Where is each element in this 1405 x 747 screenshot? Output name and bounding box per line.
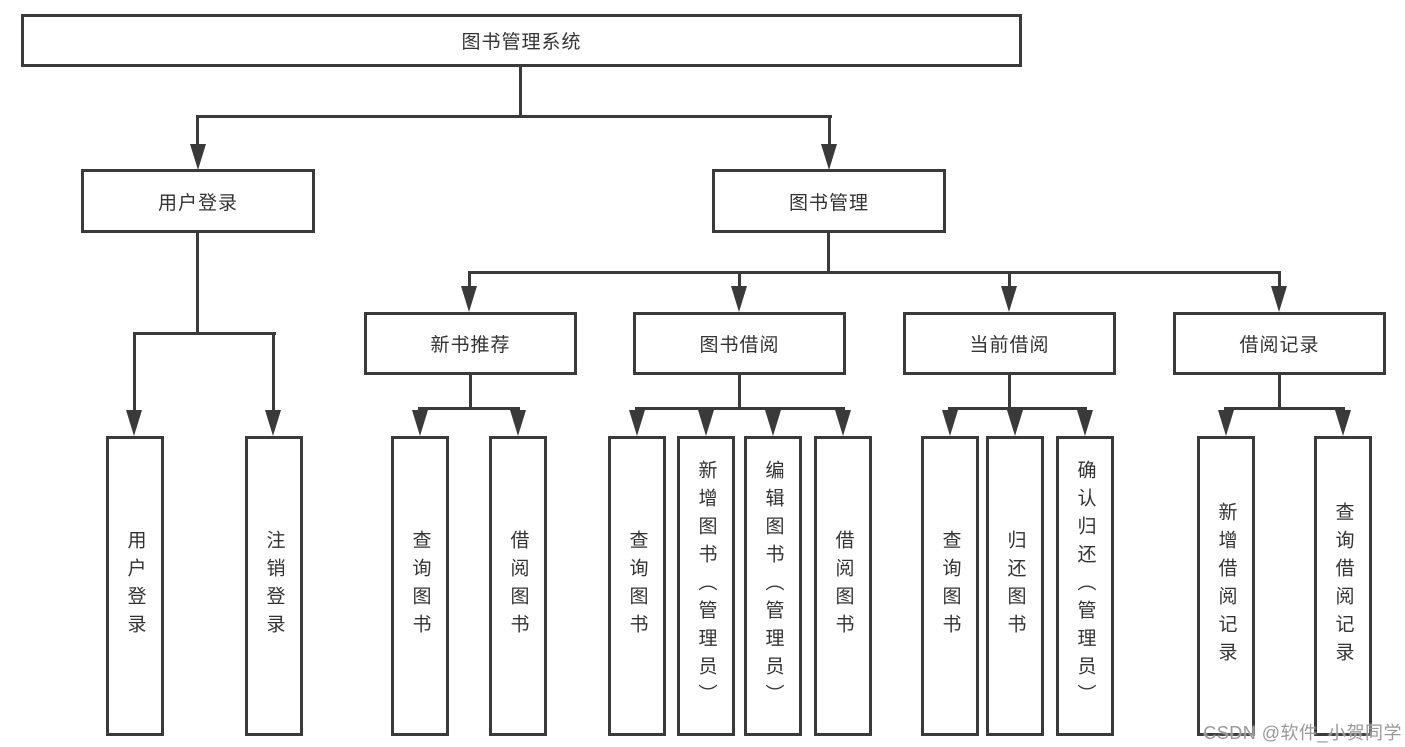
leaf-bb-query-book-label: 查询图书 — [626, 530, 648, 642]
arrowhead-cb-query-book — [942, 410, 958, 436]
node-library-system: 图书管理系统 — [21, 14, 1022, 67]
node-current-borrow-label: 当前借阅 — [969, 335, 1050, 356]
leaf-logout: 注销登录 — [245, 436, 303, 736]
connector-to-book-management — [828, 115, 831, 146]
arrowhead-book-borrow — [731, 286, 747, 312]
connector-root-split — [196, 115, 832, 118]
connector-user-login-stem — [196, 233, 199, 334]
arrowhead-borrow-record — [1271, 286, 1287, 312]
arrowhead-nb-query-book — [412, 410, 428, 436]
leaf-br-query-record: 查询借阅记录 — [1314, 436, 1372, 736]
connector-to-current-borrow — [1008, 271, 1011, 288]
arrowhead-cb-return-book — [1007, 410, 1023, 436]
leaf-logout-label: 注销登录 — [263, 530, 285, 642]
leaf-cb-return-book-label: 归还图书 — [1004, 530, 1026, 642]
connector-book-borrow-stem — [738, 375, 741, 409]
connector-root-stem — [519, 67, 522, 117]
node-borrow-record: 借阅记录 — [1173, 312, 1386, 375]
leaf-bb-borrow-book: 借阅图书 — [814, 436, 872, 736]
connector-to-book-borrow — [738, 271, 741, 288]
leaf-nb-query-book: 查询图书 — [391, 436, 449, 736]
leaf-cb-query-book: 查询图书 — [921, 436, 979, 736]
node-user-login-label: 用户登录 — [157, 192, 238, 214]
arrowhead-bb-add-book — [698, 410, 714, 436]
connector-borrow-record-split — [1224, 407, 1345, 410]
leaf-br-add-record-label: 新增借阅记录 — [1215, 502, 1237, 670]
arrowhead-user-login — [190, 144, 206, 170]
arrowhead-cb-confirm-return — [1077, 410, 1093, 436]
arrowhead-bb-query-book — [629, 410, 645, 436]
leaf-bb-edit-book-admin-label: 编辑图书（管理员） — [762, 460, 784, 712]
connector-to-new-book — [468, 271, 471, 288]
connector-to-borrow-record — [1278, 271, 1281, 288]
leaf-user-login-label: 用户登录 — [124, 530, 146, 642]
csdn-watermark: CSDN @软件_小贺同学 — [1203, 723, 1402, 743]
leaf-nb-borrow-book: 借阅图书 — [489, 436, 547, 736]
leaf-cb-confirm-return-admin-label: 确认归还（管理员） — [1074, 460, 1096, 712]
arrowhead-bb-borrow-book — [835, 410, 851, 436]
connector-to-user-login — [196, 115, 199, 146]
node-current-borrow: 当前借阅 — [903, 312, 1116, 375]
node-book-management-label: 图书管理 — [788, 192, 869, 214]
connector-user-login-split — [133, 332, 276, 335]
leaf-bb-query-book: 查询图书 — [608, 436, 666, 736]
node-borrow-record-label: 借阅记录 — [1239, 335, 1320, 356]
node-book-borrow: 图书借阅 — [633, 312, 846, 375]
node-user-login: 用户登录 — [81, 169, 315, 233]
connector-to-leaf-logout — [272, 332, 275, 412]
connector-to-leaf-user-login — [133, 332, 136, 412]
connector-new-book-stem — [469, 375, 472, 409]
connector-current-borrow-stem — [1008, 375, 1011, 409]
connector-book-management-split — [468, 271, 1281, 274]
arrowhead-nb-borrow-book — [510, 410, 526, 436]
arrowhead-br-add-record — [1218, 410, 1234, 436]
arrowhead-leaf-logout — [265, 410, 281, 436]
leaf-bb-borrow-book-label: 借阅图书 — [832, 530, 854, 642]
leaf-bb-add-book-admin: 新增图书（管理员） — [677, 436, 735, 736]
node-new-book-recommend-label: 新书推荐 — [430, 335, 511, 356]
leaf-nb-query-book-label: 查询图书 — [409, 530, 431, 642]
connector-book-management-stem — [827, 233, 830, 273]
arrowhead-new-book — [461, 286, 477, 312]
node-new-book-recommend: 新书推荐 — [364, 312, 577, 375]
node-book-borrow-label: 图书借阅 — [699, 335, 780, 356]
leaf-cb-return-book: 归还图书 — [986, 436, 1044, 736]
leaf-bb-edit-book-admin: 编辑图书（管理员） — [744, 436, 802, 736]
connector-book-borrow-split — [635, 407, 845, 410]
arrowhead-book-management — [821, 144, 837, 170]
leaf-user-login: 用户登录 — [106, 436, 164, 736]
leaf-cb-confirm-return-admin: 确认归还（管理员） — [1056, 436, 1114, 736]
connector-borrow-record-stem — [1278, 375, 1281, 409]
leaf-nb-borrow-book-label: 借阅图书 — [507, 530, 529, 642]
node-book-management: 图书管理 — [712, 169, 946, 233]
arrowhead-leaf-user-login — [126, 410, 142, 436]
connector-current-borrow-split — [948, 407, 1087, 410]
arrowhead-current-borrow — [1001, 286, 1017, 312]
arrowhead-br-query-record — [1335, 410, 1351, 436]
connector-new-book-split — [418, 407, 520, 410]
leaf-bb-add-book-admin-label: 新增图书（管理员） — [695, 460, 717, 712]
leaf-cb-query-book-label: 查询图书 — [939, 530, 961, 642]
arrowhead-bb-edit-book — [765, 410, 781, 436]
leaf-br-query-record-label: 查询借阅记录 — [1332, 502, 1354, 670]
leaf-br-add-record: 新增借阅记录 — [1197, 436, 1255, 736]
node-library-system-label: 图书管理系统 — [461, 32, 582, 53]
